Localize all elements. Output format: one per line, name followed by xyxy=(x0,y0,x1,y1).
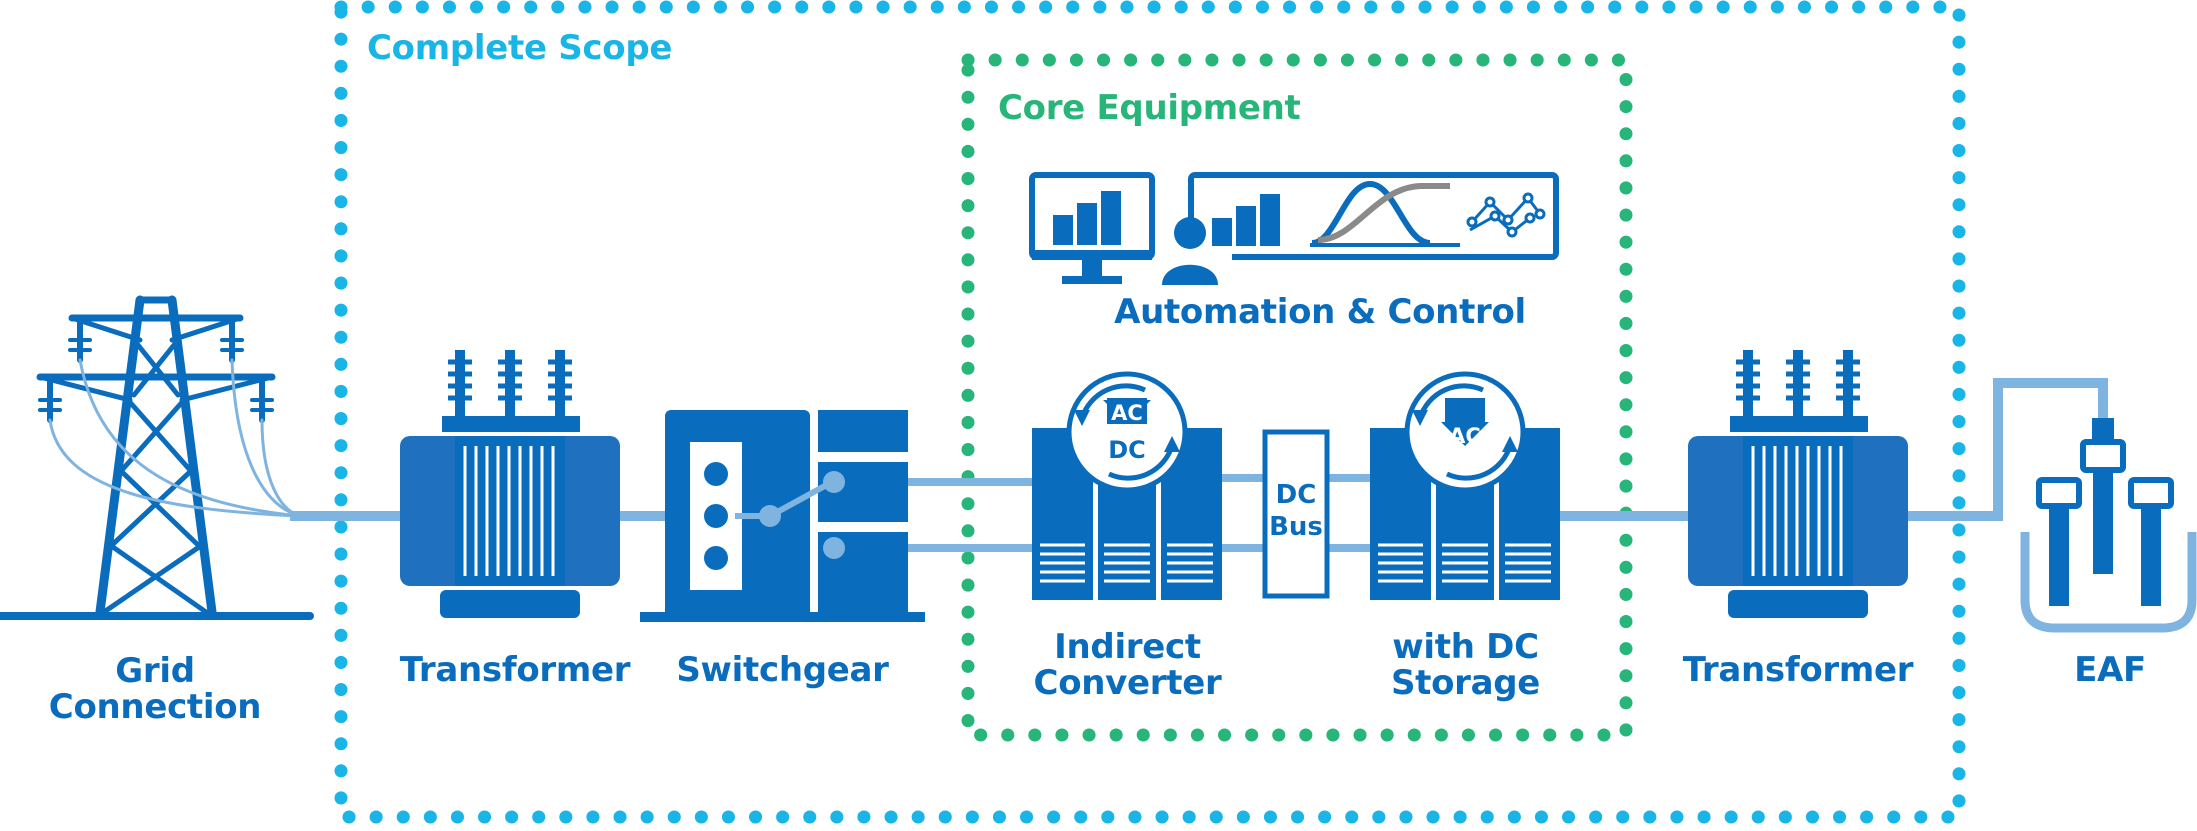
indirect-converter-label: Indirect Converter xyxy=(1020,627,1235,703)
core-equipment-label: Core Equipment xyxy=(998,88,1301,128)
converter-cabinet-icon-left xyxy=(1032,371,1222,600)
transformer-right-label: Transformer xyxy=(1682,650,1914,690)
left-converter-bottom-label: DC xyxy=(1108,436,1146,464)
grid-label-line2: Connection xyxy=(48,686,262,727)
left-converter-top-label: AC xyxy=(1111,401,1143,425)
complete-scope-region xyxy=(334,0,1966,824)
storage-line1: with DC xyxy=(1392,627,1539,667)
switchgear-icon xyxy=(640,410,925,622)
converter-cabinet-icon-right xyxy=(1370,371,1560,600)
automation-control-label: Automation & Control xyxy=(1114,292,1526,332)
transmission-tower-icon xyxy=(0,295,314,620)
monitor-chart-icon xyxy=(1029,172,1155,284)
core-equipment-region xyxy=(961,53,1633,742)
right-converter-bottom-label: AC xyxy=(1449,424,1481,448)
storage-line2: Storage xyxy=(1390,662,1541,703)
dc-storage-label: with DC Storage xyxy=(1358,627,1573,703)
transformer-left-label: Transformer xyxy=(399,650,631,690)
operator-dashboard-icon xyxy=(1162,172,1559,285)
dc-bus-box xyxy=(1262,429,1330,599)
transformer-icon-left xyxy=(400,350,620,618)
eaf-label: EAF xyxy=(2074,650,2146,690)
indirect-line1: Indirect xyxy=(1054,627,1201,667)
grid-label-line1: Grid xyxy=(115,651,195,691)
dc-bus-label-line1: DC xyxy=(1276,480,1317,510)
dc-bus-label-line2: Bus xyxy=(1269,512,1323,542)
right-converter-top-label: DC xyxy=(1446,398,1484,426)
indirect-line2: Converter xyxy=(1033,662,1222,703)
switchgear-label: Switchgear xyxy=(676,650,889,690)
complete-scope-label: Complete Scope xyxy=(367,28,673,68)
grid-connection-label: Grid Connection xyxy=(20,651,290,727)
transformer-icon-right xyxy=(1688,350,1908,618)
electric-arc-furnace-icon xyxy=(2020,418,2197,633)
